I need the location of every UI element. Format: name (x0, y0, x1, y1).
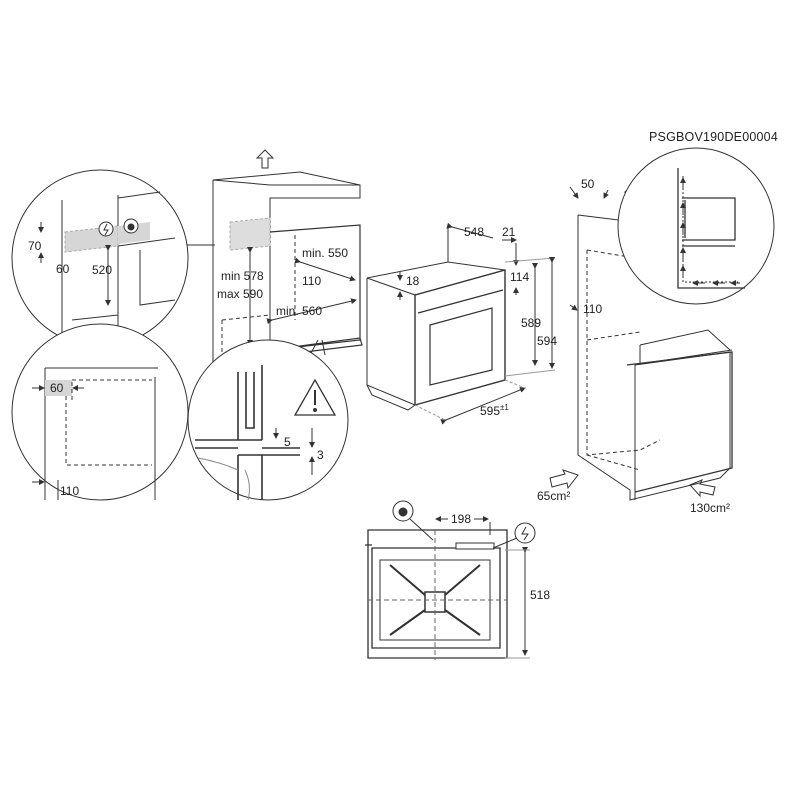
detail-circle-connections (11, 169, 189, 347)
airflow-arrow-up-icon (255, 149, 275, 169)
oven-width-tolerance: ±1 (500, 403, 509, 412)
dim-70: 70 (28, 239, 42, 253)
diagram-code: PSGBOV190DE00004 (649, 130, 778, 144)
detail-circle-gap (187, 339, 349, 501)
cabinet-left (177, 149, 363, 415)
min-depth: min. 550 (302, 246, 349, 260)
oven-width-value: 595 (480, 404, 501, 418)
cabinet-right (549, 184, 733, 501)
oven-depth: 548 (464, 225, 485, 239)
electric-connection-icon (514, 522, 536, 544)
detail-circle-airflow (617, 147, 775, 305)
oven-total-height: 594 (537, 334, 558, 348)
top-view-width: 198 (451, 512, 472, 526)
min-height: min 578 (221, 269, 264, 283)
outlet-arrow-icon (689, 479, 716, 498)
dim-60: 60 (56, 262, 70, 276)
dim-520: 520 (92, 263, 113, 277)
min-width: min. 560 (276, 304, 323, 318)
oven-width: 595±1 (480, 403, 509, 418)
electric-connection-icon (98, 221, 114, 237)
oven-body (366, 222, 556, 425)
dim-5: 5 (284, 435, 291, 449)
top-gap: 50 (581, 177, 595, 191)
vent-gap-right: 110 (583, 302, 603, 316)
oven-front-thickness: 21 (502, 225, 516, 239)
max-height: max 590 (217, 287, 264, 301)
oven-top-offset: 18 (406, 274, 420, 288)
dim-110-bottom: 110 (60, 484, 80, 498)
oven-panel-height: 114 (510, 270, 530, 284)
dim-3: 3 (317, 448, 324, 462)
inlet-arrow-icon (549, 469, 579, 490)
inlet-area: 65cm² (537, 489, 571, 503)
top-view-depth: 518 (530, 588, 551, 602)
oven-top-view (365, 500, 536, 660)
vent-gap-left: 110 (302, 274, 322, 288)
detail-circle-vent-gap (11, 323, 189, 501)
oven-body-height: 589 (521, 316, 542, 330)
dim-60-bottom: 60 (50, 381, 64, 395)
outlet-area: 130cm² (690, 501, 731, 515)
warning-icon (293, 378, 337, 416)
